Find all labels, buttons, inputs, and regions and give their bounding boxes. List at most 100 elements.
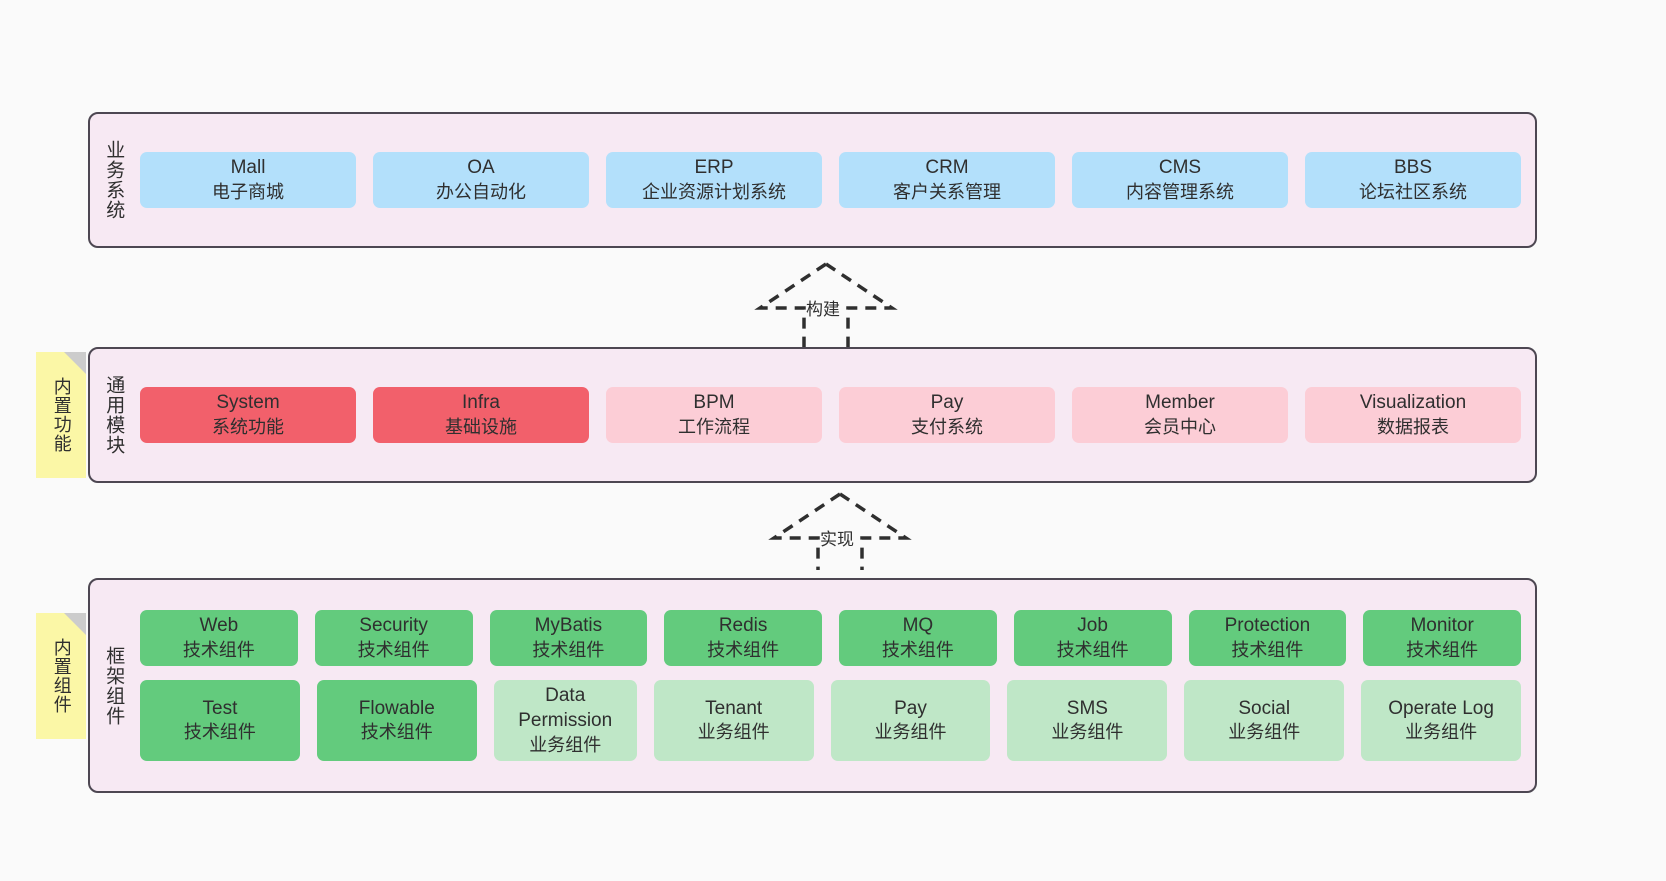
card-row: Mall 电子商城 OA 办公自动化 ERP 企业资源计划系统 CRM 客户关系… [140, 151, 1521, 209]
card-title-en: CMS [1158, 156, 1202, 178]
card-title-cn: 业务组件 [1051, 722, 1124, 743]
card-title-cn: 技术组件 [881, 639, 954, 660]
card-title-en: ERP [694, 156, 734, 178]
card-sms[interactable]: SMS 业务组件 [1007, 680, 1168, 761]
card-title-cn: 基础设施 [445, 416, 517, 437]
layer-framework-component: 框架组件 Web 技术组件 Security 技术组件 MyBatis 技术组件… [88, 578, 1537, 793]
card-title-en: Job [1077, 615, 1108, 637]
card-title-cn: 技术组件 [357, 639, 430, 660]
card-data-permission[interactable]: Data Permission 业务组件 [493, 680, 637, 761]
layer-body-common-module: System 系统功能 Infra 基础设施 BPM 工作流程 Pay 支付系统… [136, 349, 1535, 481]
card-title-en: Data Permission [518, 685, 613, 731]
card-title-en: Social [1238, 697, 1291, 719]
layer-common-module: 通用模块 System 系统功能 Infra 基础设施 BPM 工作流程 Pay [88, 347, 1537, 483]
card-title-en: Redis [718, 615, 768, 637]
card-title-en: Flowable [358, 697, 435, 719]
note-fold-corner-icon [64, 613, 86, 635]
card-social[interactable]: Social 业务组件 [1184, 680, 1345, 761]
card-system[interactable]: System 系统功能 [140, 386, 356, 444]
card-title-cn: 系统功能 [212, 416, 284, 437]
card-pay-business[interactable]: Pay 业务组件 [830, 680, 991, 761]
card-title-cn: 技术组件 [1056, 639, 1129, 660]
card-tenant[interactable]: Tenant 业务组件 [653, 680, 814, 761]
card-title-en: Operate Log [1388, 697, 1494, 719]
card-title-en: Visualization [1359, 391, 1467, 413]
card-title-cn: 技术组件 [1231, 639, 1304, 660]
card-flowable[interactable]: Flowable 技术组件 [316, 680, 477, 761]
card-title-en: Infra [461, 391, 501, 413]
card-title-cn: 业务组件 [1228, 722, 1301, 743]
note-builtin-features: 内置功能 [36, 352, 86, 478]
card-protection[interactable]: Protection 技术组件 [1188, 610, 1347, 667]
card-redis[interactable]: Redis 技术组件 [664, 610, 822, 667]
card-title-cn: 技术组件 [360, 722, 433, 743]
connector-implement: 实现 [768, 492, 920, 572]
card-member[interactable]: Member 会员中心 [1072, 386, 1288, 444]
card-test[interactable]: Test 技术组件 [140, 680, 300, 761]
card-title-en: Test [202, 697, 238, 719]
card-web[interactable]: Web 技术组件 [140, 610, 298, 667]
layer-title-framework-component: 框架组件 [103, 645, 125, 726]
card-title-en: CRM [925, 156, 969, 178]
card-row: System 系统功能 Infra 基础设施 BPM 工作流程 Pay 支付系统… [140, 386, 1521, 444]
card-title-en: Member [1145, 391, 1215, 413]
card-title-en: MQ [902, 615, 934, 637]
card-security[interactable]: Security 技术组件 [314, 610, 473, 667]
card-row: Web 技术组件 Security 技术组件 MyBatis 技术组件 Redi… [140, 610, 1521, 667]
card-row: Test 技术组件 Flowable 技术组件 Data Permission … [140, 680, 1522, 761]
card-title-cn: 业务组件 [1405, 722, 1478, 743]
card-title-cn: 数据报表 [1377, 416, 1449, 437]
card-title-en: Pay [930, 391, 964, 413]
card-title-cn: 支付系统 [911, 416, 983, 437]
layer-body-framework-component: Web 技术组件 Security 技术组件 MyBatis 技术组件 Redi… [136, 580, 1535, 791]
card-title-cn: 企业资源计划系统 [642, 181, 786, 202]
card-title-cn: 电子商城 [212, 181, 284, 202]
card-oa[interactable]: OA 办公自动化 [373, 151, 589, 209]
note-label: 内置功能 [51, 377, 72, 453]
card-mall[interactable]: Mall 电子商城 [140, 151, 356, 209]
connector-implement-label: 实现 [820, 530, 854, 549]
card-job[interactable]: Job 技术组件 [1013, 610, 1172, 667]
card-operate-log[interactable]: Operate Log 业务组件 [1361, 680, 1522, 761]
card-title-cn: 客户关系管理 [893, 181, 1001, 202]
card-title-cn: 技术组件 [1406, 639, 1479, 660]
card-title-en: Security [359, 615, 428, 637]
connector-build-shape [754, 262, 898, 348]
layer-title-common-module: 通用模块 [103, 375, 125, 455]
card-title-cn: 技术组件 [532, 639, 605, 660]
card-title-cn: 技术组件 [707, 639, 780, 660]
card-title-cn: 会员中心 [1144, 416, 1216, 437]
note-fold-corner-icon [64, 352, 86, 374]
connector-build-label: 构建 [806, 300, 840, 319]
card-title-en: Tenant [705, 697, 763, 719]
layer-body-business-system: Mall 电子商城 OA 办公自动化 ERP 企业资源计划系统 CRM 客户关系… [136, 114, 1535, 246]
card-title-cn: 工作流程 [678, 416, 750, 437]
card-title-cn: 办公自动化 [436, 181, 526, 202]
card-title-en: System [216, 391, 280, 413]
card-mybatis[interactable]: MyBatis 技术组件 [489, 610, 648, 667]
card-monitor[interactable]: Monitor 技术组件 [1363, 610, 1521, 667]
card-mq[interactable]: MQ 技术组件 [839, 610, 997, 667]
card-title-en: BPM [693, 391, 735, 413]
card-title-en: Web [199, 615, 239, 637]
card-erp[interactable]: ERP 企业资源计划系统 [606, 151, 822, 209]
card-bpm[interactable]: BPM 工作流程 [606, 386, 822, 444]
card-pay[interactable]: Pay 支付系统 [839, 386, 1055, 444]
layer-title-business-system: 业务系统 [103, 140, 125, 220]
card-title-en: Mall [230, 156, 266, 178]
card-infra[interactable]: Infra 基础设施 [373, 386, 589, 444]
card-title-cn: 业务组件 [874, 722, 947, 743]
card-title-cn: 业务组件 [697, 722, 770, 743]
card-bbs[interactable]: BBS 论坛社区系统 [1305, 151, 1521, 209]
card-visualization[interactable]: Visualization 数据报表 [1305, 386, 1521, 444]
card-title-en: SMS [1066, 697, 1108, 719]
card-cms[interactable]: CMS 内容管理系统 [1072, 151, 1288, 209]
card-title-cn: 业务组件 [529, 734, 602, 755]
card-crm[interactable]: CRM 客户关系管理 [839, 151, 1055, 209]
connector-implement-shape [768, 492, 912, 570]
card-title-en: Monitor [1410, 615, 1474, 637]
card-title-cn: 论坛社区系统 [1359, 181, 1467, 202]
card-title-en: BBS [1393, 156, 1433, 178]
card-title-en: Protection [1224, 615, 1311, 637]
